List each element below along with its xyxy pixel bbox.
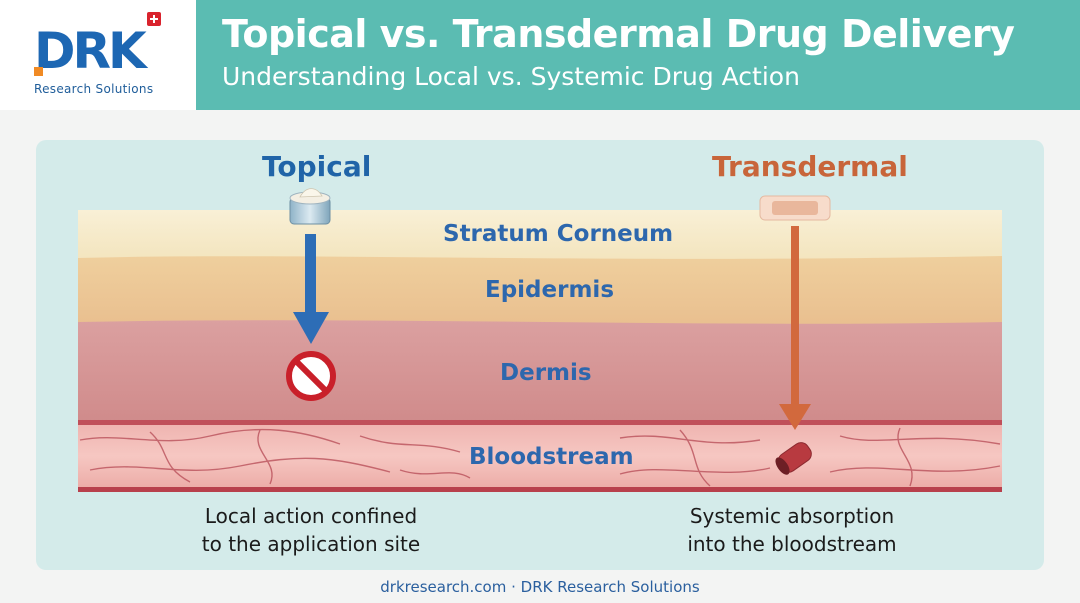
transdermal-caption-line-1: Systemic absorption xyxy=(689,504,895,528)
topical-caption: Local action confined to the application… xyxy=(186,502,436,558)
transdermal-label: Transdermal xyxy=(712,150,908,183)
footer-credit[interactable]: drkresearch.com · DRK Research Solutions xyxy=(380,578,700,596)
layer-label-stratum-corneum: Stratum Corneum xyxy=(443,221,674,247)
blood-vessel-icon xyxy=(775,442,812,475)
layer-stratum-corneum xyxy=(78,210,1002,262)
page-title: Topical vs. Transdermal Drug Delivery xyxy=(222,12,1015,56)
header: DRK Research Solutions Topical vs. Trans… xyxy=(0,0,1080,110)
prohibition-icon xyxy=(286,351,336,401)
logo-accent-dot xyxy=(34,67,43,76)
layer-label-dermis: Dermis xyxy=(500,360,592,386)
title-band: Topical vs. Transdermal Drug Delivery Un… xyxy=(196,0,1080,110)
topical-caption-line-1: Local action confined xyxy=(204,504,418,528)
transdermal-caption-line-2: into the bloodstream xyxy=(687,532,897,556)
swiss-cross-icon xyxy=(147,12,161,26)
logo-text: DRK xyxy=(34,22,147,80)
topical-arrow xyxy=(293,234,329,344)
topical-caption-line-2: to the application site xyxy=(201,532,421,556)
patch-icon xyxy=(759,195,831,221)
logo-subtitle: Research Solutions xyxy=(34,82,154,96)
topical-label: Topical xyxy=(262,150,372,183)
logo: DRK Research Solutions xyxy=(0,0,196,110)
transdermal-arrow xyxy=(779,226,811,430)
cream-jar-icon xyxy=(289,188,331,225)
transdermal-caption: Systemic absorption into the bloodstream xyxy=(680,502,904,558)
page-subtitle: Understanding Local vs. Systemic Drug Ac… xyxy=(222,62,800,91)
layer-label-bloodstream: Bloodstream xyxy=(469,444,634,470)
capillary-network xyxy=(79,427,1001,487)
layer-label-epidermis: Epidermis xyxy=(485,277,615,303)
